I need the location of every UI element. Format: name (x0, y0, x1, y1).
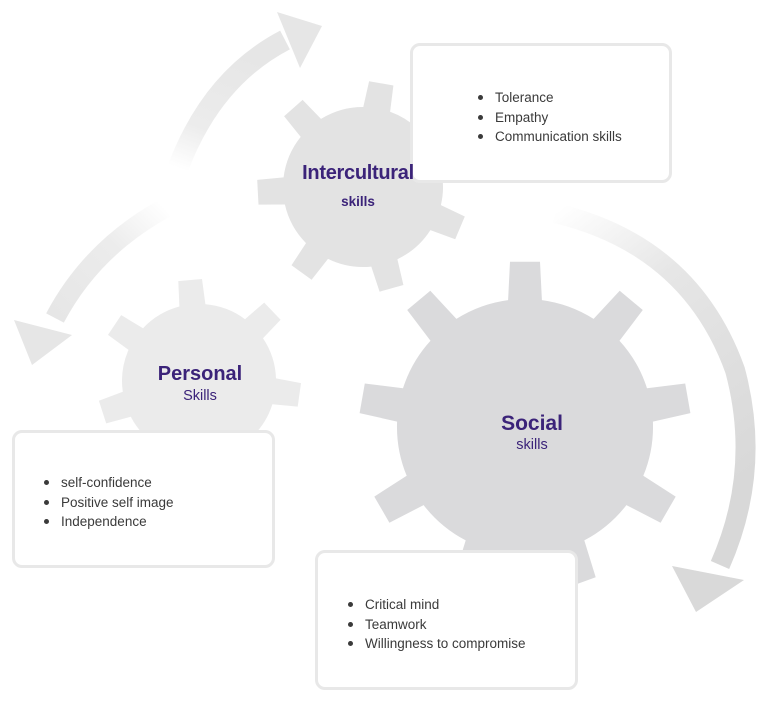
list-item-text: Independence (61, 514, 147, 529)
list-item: Critical mind (345, 595, 526, 615)
bullet-icon (478, 95, 483, 100)
list-item: Communication skills (475, 127, 622, 147)
list-item-text: Teamwork (365, 616, 427, 632)
list-item-text: Positive self image (61, 494, 174, 510)
personal-info-box: self-confidence Positive self image Inde… (12, 430, 275, 568)
social-gear-label: Social skills (501, 411, 563, 454)
arrow-top (168, 12, 322, 172)
list-item-text: self-confidence (61, 475, 152, 490)
list-item-text: Critical mind (365, 597, 440, 612)
list-item: Independence (41, 512, 174, 532)
bullet-icon (478, 114, 483, 120)
intercultural-skill-list: Tolerance Empathy Communication skills (475, 88, 622, 147)
social-gear (359, 261, 691, 588)
intercultural-gear-label: Intercultural skills (302, 161, 414, 211)
bullet-icon (348, 602, 353, 607)
intercultural-subtitle: skills (341, 194, 375, 209)
intercultural-info-box: Tolerance Empathy Communication skills (410, 43, 672, 183)
bullet-icon (348, 621, 353, 627)
intercultural-title: Intercultural (302, 162, 414, 184)
social-subtitle: skills (516, 437, 548, 453)
list-item-text: Tolerance (495, 90, 554, 105)
arrow-right (552, 203, 756, 612)
personal-title: Personal (157, 363, 243, 385)
social-title: Social (501, 412, 563, 435)
list-item: self-confidence (41, 473, 174, 493)
list-item: Positive self image (41, 493, 174, 513)
bullet-icon (44, 499, 49, 505)
bullet-icon (478, 134, 483, 139)
list-item-text: Communication skills (495, 129, 622, 144)
list-item: Tolerance (475, 88, 622, 108)
social-info-box: Critical mind Teamwork Willingness to co… (315, 550, 578, 690)
personal-subtitle: Skills (183, 388, 217, 404)
list-item-text: Willingness to compromise (365, 636, 526, 651)
arrow-left (14, 199, 170, 365)
bullet-icon (348, 641, 353, 646)
personal-gear-label: Personal Skills (158, 362, 242, 405)
social-skill-list: Critical mind Teamwork Willingness to co… (345, 595, 526, 654)
list-item: Empathy (475, 108, 622, 128)
bullet-icon (44, 519, 49, 524)
personal-skill-list: self-confidence Positive self image Inde… (41, 473, 174, 532)
list-item: Willingness to compromise (345, 634, 526, 654)
personal-gear (98, 279, 302, 480)
list-item-text: Empathy (495, 109, 549, 125)
bullet-icon (44, 480, 49, 485)
list-item: Teamwork (345, 615, 526, 635)
